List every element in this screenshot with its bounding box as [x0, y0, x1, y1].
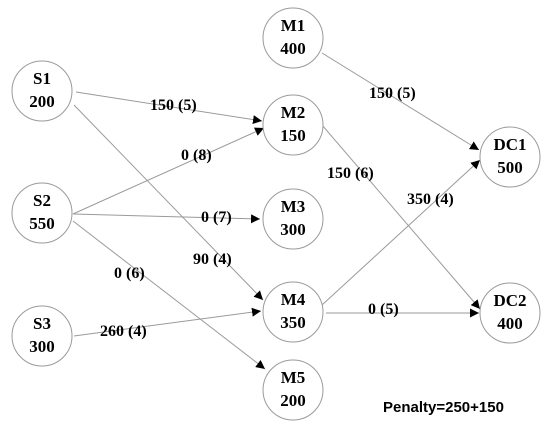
edge-m2-dc2 — [321, 124, 481, 310]
node-s2-value: 550 — [29, 214, 55, 233]
node-s1-name: S1 — [33, 69, 51, 88]
node-s3-name: S3 — [33, 314, 51, 333]
edge-m1-dc1 — [321, 52, 480, 151]
node-m4-name: M4 — [281, 290, 306, 309]
node-dc1: DC1 500 — [479, 126, 541, 188]
node-m2-name: M2 — [281, 103, 306, 122]
node-s3-value: 300 — [29, 337, 55, 356]
node-dc2-value: 400 — [497, 314, 523, 333]
node-dc1-name: DC1 — [493, 135, 526, 154]
edge-label-s1-m4: 90 (4) — [193, 251, 232, 268]
node-s2: S2 550 — [11, 182, 73, 244]
edge-label-s1-m2: 150 (5) — [150, 97, 197, 114]
edge-s1-m2 — [75, 91, 263, 125]
node-m1-value: 400 — [280, 39, 306, 58]
node-s2-name: S2 — [33, 191, 51, 210]
edge-label-s2-m3: 0 (7) — [201, 209, 232, 226]
edge-s2-m2 — [72, 127, 265, 215]
node-m1: M1 400 — [262, 7, 324, 69]
edge-label-m2-dc2: 150 (6) — [327, 165, 374, 182]
edges — [72, 52, 481, 370]
edge-label-m4-dc1: 350 (4) — [407, 191, 454, 208]
edge-label-s3-m4: 260 (4) — [100, 323, 147, 340]
edge-labels: 150 (5) 90 (4) 0 (8) 0 (7) 0 (6) 260 (4)… — [100, 85, 454, 340]
node-m4: M4 350 — [262, 281, 324, 343]
node-s1-value: 200 — [29, 92, 55, 111]
node-m2-value: 150 — [280, 126, 306, 145]
node-dc2-name: DC2 — [493, 291, 526, 310]
node-m4-value: 350 — [280, 313, 306, 332]
node-m3-name: M3 — [281, 197, 306, 216]
edge-s2-m3 — [72, 213, 261, 224]
node-m5: M5 200 — [262, 359, 324, 421]
edge-label-m1-dc1: 150 (5) — [369, 85, 416, 102]
node-dc1-value: 500 — [497, 158, 523, 177]
node-m5-value: 200 — [280, 391, 306, 410]
edge-label-s2-m5: 0 (6) — [114, 265, 145, 282]
nodes: S1 200 S2 550 S3 300 M1 400 M2 150 M3 30… — [11, 7, 541, 421]
node-s3: S3 300 — [11, 305, 73, 367]
node-s1: S1 200 — [11, 60, 73, 122]
node-m3: M3 300 — [262, 188, 324, 250]
edge-s2-m5 — [72, 220, 266, 370]
node-m2: M2 150 — [262, 94, 324, 156]
edge-s3-m4 — [73, 307, 262, 337]
node-m3-value: 300 — [280, 220, 306, 239]
edge-m4-dc1 — [321, 159, 481, 306]
node-m5-name: M5 — [281, 368, 306, 387]
edge-s1-m4 — [73, 104, 264, 301]
penalty-label: Penalty=250+150 — [383, 399, 504, 416]
node-dc2: DC2 400 — [479, 282, 541, 344]
edge-label-m4-dc2: 0 (5) — [368, 301, 399, 318]
node-m1-name: M1 — [281, 16, 306, 35]
edge-label-s2-m2: 0 (8) — [181, 147, 212, 164]
